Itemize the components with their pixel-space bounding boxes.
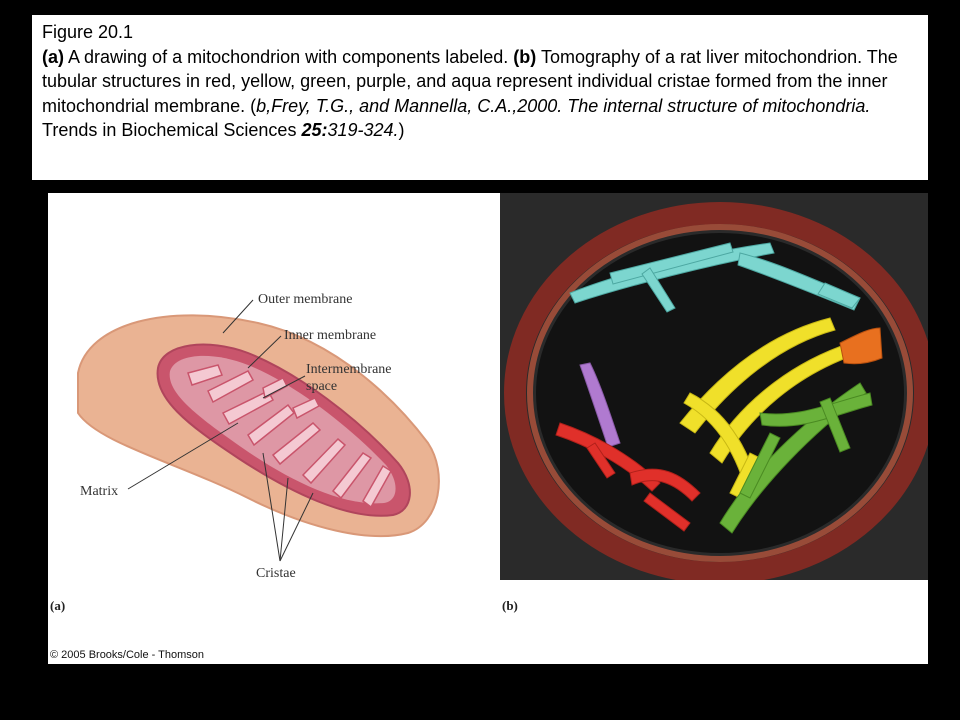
label-outer-membrane: Outer membrane	[258, 292, 352, 307]
part-b-text: Tomography of a rat liver mitochondrion.…	[42, 46, 898, 116]
red-cristae	[555, 422, 701, 532]
label-intermembrane-space: space	[306, 379, 337, 394]
tomography-image	[500, 193, 928, 580]
green-cristae	[719, 382, 873, 534]
outer-membrane-ring	[504, 202, 928, 580]
caption-body: (a) A drawing of a mitochondrion with co…	[42, 45, 918, 143]
mitochondrion-drawing: Outer membrane Inner membrane Intermembr…	[77, 292, 440, 581]
citation-authors: Frey, T.G., and Mannella, C.A.,2000. The…	[271, 95, 871, 116]
citation-journal: Trends in Biochemical Sciences	[42, 120, 302, 140]
cristae-folds	[187, 364, 393, 509]
yellow-cristae	[679, 317, 855, 499]
label-inner-membrane: Inner membrane	[284, 328, 376, 343]
panel-a-letter: (a)	[50, 598, 66, 613]
citation-pages: 319-324.	[327, 120, 399, 140]
figure-panel: Outer membrane Inner membrane Intermembr…	[48, 193, 928, 664]
citation-close: )	[398, 120, 405, 140]
leader-lines	[127, 299, 314, 562]
part-a-tag: (a)	[42, 46, 64, 67]
label-matrix: Matrix	[80, 484, 118, 499]
label-cristae: Cristae	[256, 566, 296, 581]
figure-number: Figure 20.1	[42, 22, 134, 42]
citation-b: b,	[256, 95, 272, 116]
copyright-credit: © 2005 Brooks/Cole - Thomson	[50, 649, 205, 661]
aqua-cristae	[569, 242, 861, 313]
part-b-tag: (b)	[513, 46, 537, 67]
citation-volume: 25:	[301, 120, 328, 140]
orange-crista	[839, 327, 883, 365]
part-a-text: A drawing of a mitochondrion with compon…	[64, 46, 514, 67]
figure-caption: Figure 20.1 (a) A drawing of a mitochond…	[32, 15, 928, 180]
panel-b-letter: (b)	[502, 598, 518, 613]
label-intermembrane: Intermembrane	[306, 362, 392, 377]
